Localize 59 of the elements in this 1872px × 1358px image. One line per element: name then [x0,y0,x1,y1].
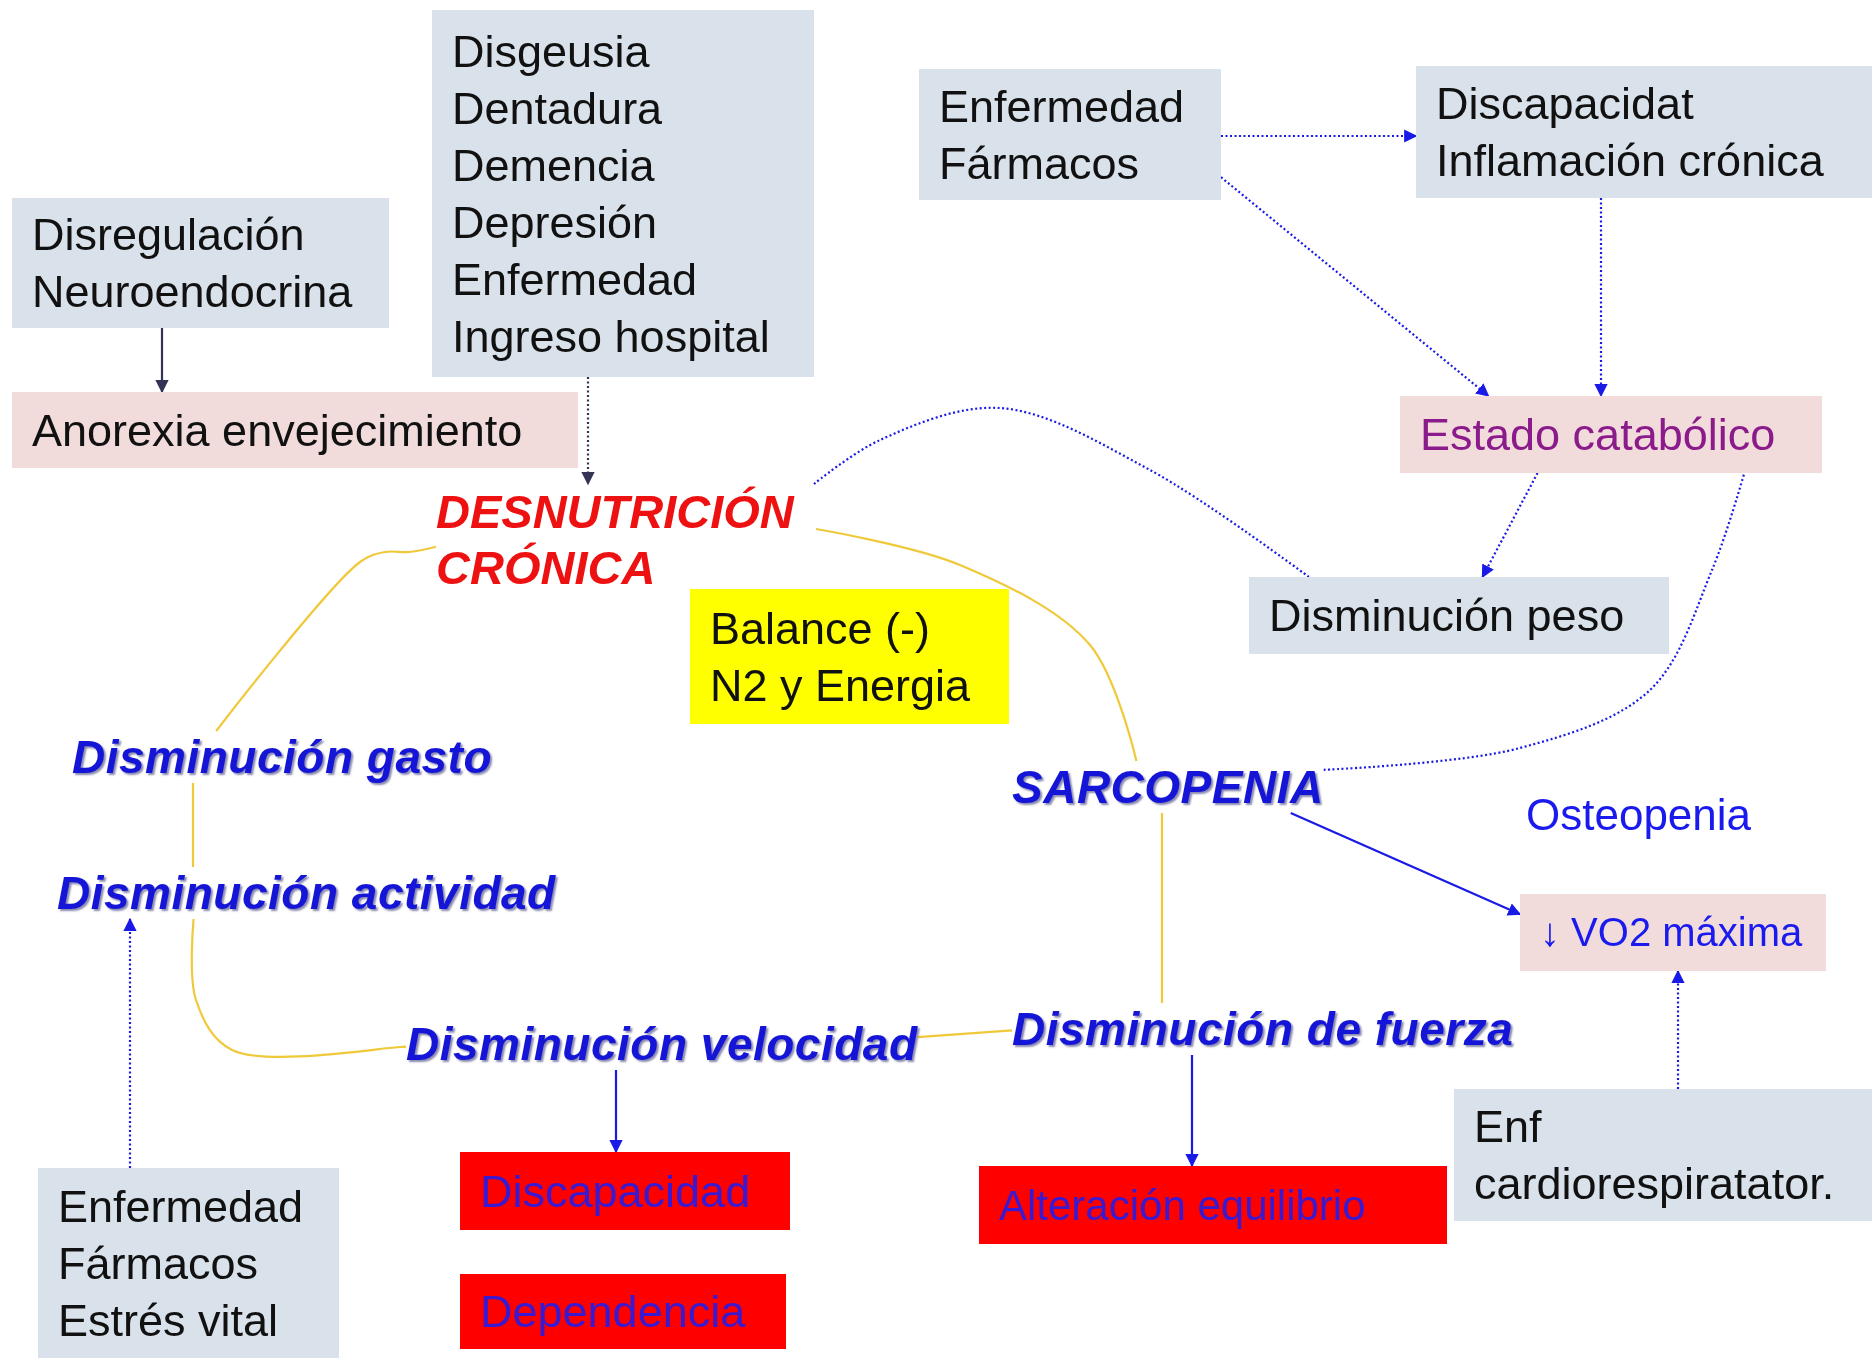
box-text: Alteración equilibrio [999,1180,1367,1231]
factor-box [38,1168,339,1358]
dotted-arrow [1671,969,1685,1089]
state-box [1520,894,1826,971]
alert-box [979,1166,1447,1244]
box-text: Discapacidad [480,1164,752,1219]
box-text: Disregulación Neuroendocrina [32,208,354,319]
box-text: Discapacidat [1436,77,1695,131]
connector-line [191,783,195,867]
connector-line [1290,812,1522,916]
box-text: Enfermedad [452,252,699,307]
box-text: Disminución peso [1269,589,1626,643]
box-text: Dentadura [452,81,664,136]
factor-box [1249,577,1669,654]
box-text: Inflamación crónica [1436,134,1825,188]
box-text: Estado catabólico [1420,408,1777,462]
box-text: ↓ VO2 máxima [1540,909,1804,956]
connector-line [190,918,407,1058]
annotation-label: Osteopenia [1526,790,1752,840]
box-text: Anorexia envejecimiento [32,403,524,458]
dotted-arrow [1594,198,1608,398]
factor-box [1416,66,1872,198]
connector-line [215,545,437,732]
connector-line [815,527,1138,762]
dotted-arrow [123,917,137,1168]
concept-label: Disminución actividad [57,867,556,919]
box-text: Ingreso hospital [452,309,771,364]
dotted-arrow [1220,176,1490,397]
factor-box [1454,1089,1872,1221]
concept-label: Disminución gasto [72,731,492,783]
alert-box [460,1274,786,1349]
concept-label: DESNUTRICIÓN CRÓNICA [436,484,816,596]
connector-line [1160,813,1164,1003]
dotted-arrow [581,377,595,486]
connector-line [1185,1055,1199,1168]
box-text: Fármacos [58,1236,260,1291]
box-text: Enfermedad [58,1179,305,1234]
state-box [1400,396,1822,473]
box-text: Enf cardiorespiratator. [1474,1100,1836,1211]
highlight-box [690,589,1009,724]
factor-box [432,10,814,377]
factor-box [919,69,1221,200]
alert-box [460,1152,790,1230]
concept-label: Disminución velocidad [406,1018,918,1070]
box-text: Enfermedad [939,79,1186,134]
box-text: Estrés vital [58,1293,280,1348]
concept-label: Disminución de fuerza [1012,1003,1514,1055]
state-box [12,392,578,468]
connector-line [155,328,169,394]
box-text: Fármacos [939,136,1141,191]
box-text: Depresión [452,195,659,250]
dotted-arrow [1481,472,1539,579]
box-text: Balance (-) N2 y Energia [710,601,972,713]
box-text: Demencia [452,138,656,193]
box-text: Disgeusia [452,24,651,79]
concept-label: SARCOPENIA [1012,761,1324,813]
factor-box [12,198,389,328]
connector-line [609,1070,623,1154]
box-text: Dependencia [480,1285,747,1339]
